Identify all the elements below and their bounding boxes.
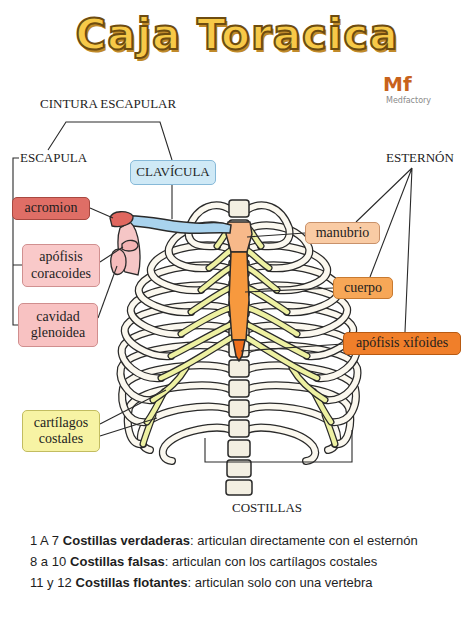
leader-line (245, 288, 333, 292)
vertebra (229, 200, 249, 217)
cartilage (248, 268, 277, 290)
logo-name: Medfactory (386, 96, 431, 105)
rib (247, 428, 315, 461)
clavicle-shape (120, 216, 231, 234)
logo-mark: Mf (383, 72, 412, 96)
leader-line (356, 168, 412, 332)
bracket (12, 158, 22, 325)
part-name: apófisis coracoides (26, 249, 96, 281)
coracoid-shape (122, 240, 138, 251)
rib-type: Costillas flotantes (76, 575, 188, 590)
rib-range: 1 A 7 (30, 533, 59, 548)
rib-range: 11 y 12 (30, 575, 72, 590)
part-name: apófisis xifoides (356, 335, 448, 351)
leader-line (100, 247, 123, 262)
rib-type: Costillas verdaderas (63, 533, 190, 548)
label-box: CLAVÍCULA (130, 160, 216, 185)
rib-type: Costillas falsas (70, 554, 165, 569)
costal-cartilages (247, 230, 335, 444)
leader-line (247, 233, 305, 237)
part-name: manubrio (316, 225, 370, 241)
part-name: cartílagos costales (26, 415, 96, 447)
leader-line (90, 208, 113, 218)
group-label: CINTURA ESCAPULAR (40, 96, 176, 112)
label-box: manubrio (305, 222, 380, 244)
rib (247, 205, 290, 246)
costal-cartilages (143, 230, 231, 444)
label-box: cuerpo (333, 277, 393, 299)
page-title: Caja Toracica (0, 10, 474, 59)
note-text: : articulan solo con una vertebra (188, 575, 373, 590)
note-line: 8 a 10 Costillas falsas: articulan con lo… (30, 554, 377, 569)
leader-line (241, 344, 343, 351)
leader-line (98, 266, 117, 318)
leader-lines (12, 122, 412, 462)
cartilage (248, 325, 307, 356)
part-name: CLAVÍCULA (136, 165, 209, 180)
note-text: : articulan con los cartílagos costales (165, 554, 377, 569)
cartilage (248, 325, 307, 356)
part-label: ESCAPULA (20, 150, 87, 166)
label-box: cartílagos costales (22, 410, 100, 452)
note-line: 1 A 7 Costillas verdaderas: articulan dir… (30, 533, 418, 548)
sternum-body-shape (229, 252, 249, 340)
part-name: acromion (25, 200, 78, 216)
spine (226, 200, 252, 495)
part-name: cuerpo (344, 280, 382, 296)
cartilage (248, 251, 269, 268)
label-box: cavidad glenoidea (18, 303, 98, 347)
label-box: apófisis xifoides (343, 332, 461, 355)
note-text: : articulan directamente con el esternón (190, 533, 418, 548)
leader-line (100, 390, 166, 436)
label-box: acromion (12, 197, 90, 220)
acromion-shape (110, 212, 133, 227)
note-line: 11 y 12 Costillas flotantes: articulan so… (30, 575, 373, 590)
scapula (110, 212, 140, 275)
vertebra (229, 400, 249, 417)
rib-range: 8 a 10 (30, 554, 66, 569)
vertebra (229, 420, 249, 437)
rib (247, 428, 315, 461)
cartilage (248, 268, 277, 290)
part-name: cavidad glenoidea (22, 309, 94, 341)
part-label: ESTERNÓN (386, 150, 454, 166)
cartilage (248, 251, 269, 268)
vertebra (228, 440, 250, 457)
vertebra (229, 360, 249, 377)
leader-line (171, 185, 172, 219)
part-label: COSTILLAS (232, 500, 302, 516)
ribs (121, 205, 231, 461)
rib (247, 385, 350, 444)
rib (247, 385, 350, 444)
vertebra (226, 480, 252, 495)
rib (247, 205, 290, 246)
label-box: apófisis coracoides (22, 244, 100, 287)
bracket (205, 430, 352, 462)
vertebra (229, 380, 249, 397)
